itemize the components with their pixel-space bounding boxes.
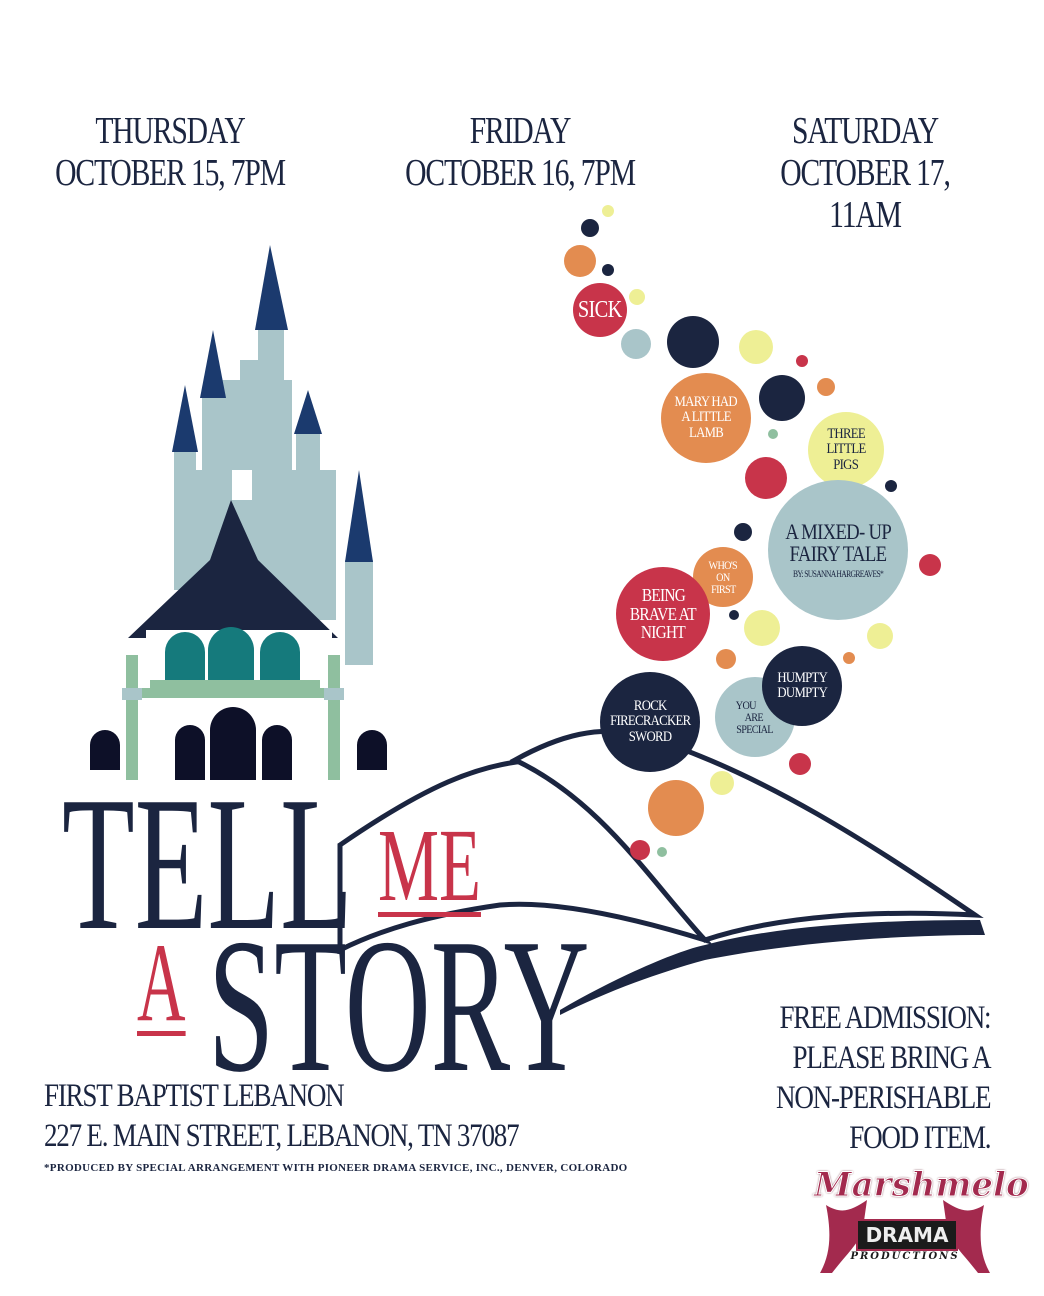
- decorative-dot: [581, 219, 599, 237]
- title-story: STORY: [208, 899, 590, 1112]
- bubble-mixed-up-fairy-tale: A MIXED- UP FAIRY TALE BY: SUSANNA HARGR…: [768, 480, 908, 620]
- admission-line: FOOD ITEM.: [848, 1120, 991, 1156]
- castle-illustration: [90, 245, 387, 780]
- bubble-three-little-pigs: THREE LITTLE PIGS: [808, 412, 884, 488]
- bubble-text: ROCK: [633, 698, 667, 715]
- bubble-text: SPECIAL: [736, 722, 774, 737]
- author-credit: BY: SUSANNA HARGREAVES*: [792, 568, 884, 579]
- decorative-dot: [867, 623, 893, 649]
- decorative-dot: [796, 355, 808, 367]
- bubble-rock-firecracker-sword: ROCK FIRECRACKER SWORD: [600, 672, 700, 772]
- day-label: THURSDAY: [95, 110, 245, 152]
- decorative-dot: [621, 329, 651, 359]
- decorative-dot: [745, 457, 787, 499]
- decorative-dot: [629, 289, 645, 305]
- decorative-dot: [564, 245, 596, 277]
- decorative-dot: [602, 264, 614, 276]
- decorative-dot: [744, 610, 780, 646]
- date-thursday: THURSDAY OCTOBER 15, 7PM: [20, 110, 320, 194]
- bubble-text: BRAVE AT: [629, 603, 697, 624]
- bubble-text: LITTLE: [826, 441, 866, 458]
- decorative-dot: [667, 316, 719, 368]
- decorative-dot: [843, 652, 855, 664]
- bubble-text: A MIXED- UP: [785, 518, 891, 544]
- bubble-text: FAIRY TALE: [789, 541, 887, 567]
- venue-name: FIRST BAPTIST LEBANON: [44, 1078, 345, 1114]
- curtain-icon: [820, 1200, 990, 1273]
- bubble-text: PIGS: [833, 456, 860, 473]
- decorative-dot: [648, 780, 704, 836]
- bubble-text: THREE: [827, 426, 865, 443]
- bubble-text: BEING: [641, 585, 685, 606]
- logo-drama: DRAMA: [856, 1219, 958, 1251]
- admission-line: FREE ADMISSION:: [779, 1000, 991, 1036]
- bubble-text: HUMPTY: [777, 669, 827, 686]
- decorative-dot: [734, 523, 752, 541]
- admission-line: PLEASE BRING A: [792, 1040, 991, 1076]
- decorative-dot: [768, 429, 778, 439]
- decorative-dot: [630, 840, 650, 860]
- bubble-text: ARE: [744, 709, 764, 724]
- date-label: OCTOBER 17, 11AM: [780, 152, 951, 236]
- marshmelo-drama-logo: Marshmelo DRAMA PRODUCTIONS: [812, 1165, 1030, 1277]
- bubble-text: DUMPTY: [777, 685, 827, 701]
- decorative-dot: [716, 649, 736, 669]
- bubble-sick: SICK: [573, 283, 627, 337]
- title-me: ME: [378, 808, 481, 923]
- decorative-dot: [657, 847, 667, 857]
- logo-productions: PRODUCTIONS: [850, 1251, 960, 1262]
- bubble-text: SICK: [578, 296, 622, 323]
- decorative-dot: [817, 378, 835, 396]
- day-label: SATURDAY: [791, 110, 939, 152]
- bubble-text: A LITTLE: [681, 409, 731, 426]
- day-label: FRIDAY: [469, 110, 572, 152]
- date-label: OCTOBER 15, 7PM: [55, 152, 286, 194]
- bubble-text: NIGHT: [640, 622, 686, 643]
- bubble-text: WHO'S: [708, 557, 738, 572]
- bubble-text: YOU: [735, 697, 757, 712]
- bubble-mary-had-a-little-lamb: MARY HAD A LITTLE LAMB: [661, 373, 751, 463]
- bubble-text: SWORD: [628, 728, 672, 745]
- date-saturday: SATURDAY OCTOBER 17, 11AM: [715, 110, 1015, 236]
- decorative-dot: [602, 205, 614, 217]
- decorative-dot: [710, 771, 734, 795]
- bubble-humpty-dumpty: HUMPTY DUMPTY: [762, 646, 842, 726]
- decorative-dot: [919, 554, 941, 576]
- admission-line: NON-PERISHABLE: [775, 1080, 992, 1116]
- bubble-text: ON: [716, 569, 730, 584]
- bubble-text: FIRST: [710, 582, 736, 597]
- decorative-dot: [729, 610, 739, 620]
- bubble-text: MARY HAD: [674, 394, 738, 411]
- decorative-dot: [739, 330, 773, 364]
- logo-script: Marshmelo: [814, 1165, 1030, 1206]
- decorative-dot: [759, 375, 805, 421]
- date-friday: FRIDAY OCTOBER 16, 7PM: [370, 110, 670, 194]
- admission-note: FREE ADMISSION: PLEASE BRING A NON-PERIS…: [729, 998, 992, 1158]
- date-label: OCTOBER 16, 7PM: [405, 152, 636, 194]
- decorative-dot: [789, 753, 811, 775]
- bubble-text: FIRECRACKER: [609, 713, 691, 730]
- title-a: A: [137, 921, 186, 1045]
- title-tell: TELL: [62, 757, 353, 970]
- venue-address: 227 E. MAIN STREET, LEBANON, TN 37087: [44, 1118, 520, 1154]
- bubble-being-brave-at-night: BEING BRAVE AT NIGHT: [616, 567, 710, 661]
- production-credit: *PRODUCED BY SPECIAL ARRANGEMENT WITH PI…: [44, 1162, 628, 1174]
- bubble-text: LAMB: [688, 424, 724, 441]
- decorative-dot: [885, 480, 897, 492]
